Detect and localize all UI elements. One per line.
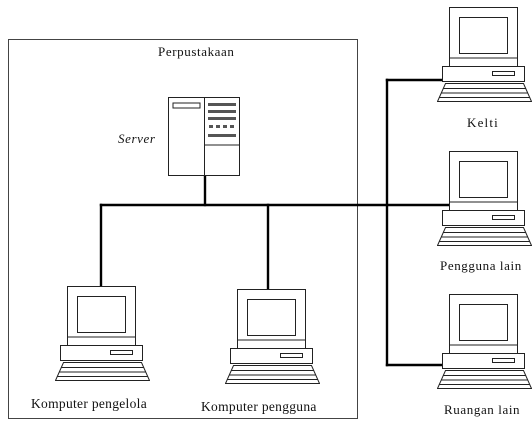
node-label-user-pc: Komputer pengguna	[201, 399, 317, 414]
node-label-other-users-pc: Pengguna lain	[440, 258, 522, 273]
desktop-computer-icon	[55, 286, 150, 381]
desktop-computer-icon	[437, 151, 532, 246]
library-boundary	[8, 39, 358, 419]
server-label: Server	[118, 131, 156, 146]
desktop-computer-icon	[225, 289, 320, 384]
node-label-kelti-pc: Kelti	[467, 115, 499, 130]
node-label-admin-pc: Komputer pengelola	[31, 396, 147, 411]
desktop-computer-icon	[437, 294, 532, 389]
desktop-computer-icon	[437, 7, 532, 102]
library-boundary-label: Perpustakaan	[158, 44, 235, 59]
server-tower-icon	[168, 97, 240, 176]
node-label-other-room-pc: Ruangan lain	[444, 402, 521, 417]
